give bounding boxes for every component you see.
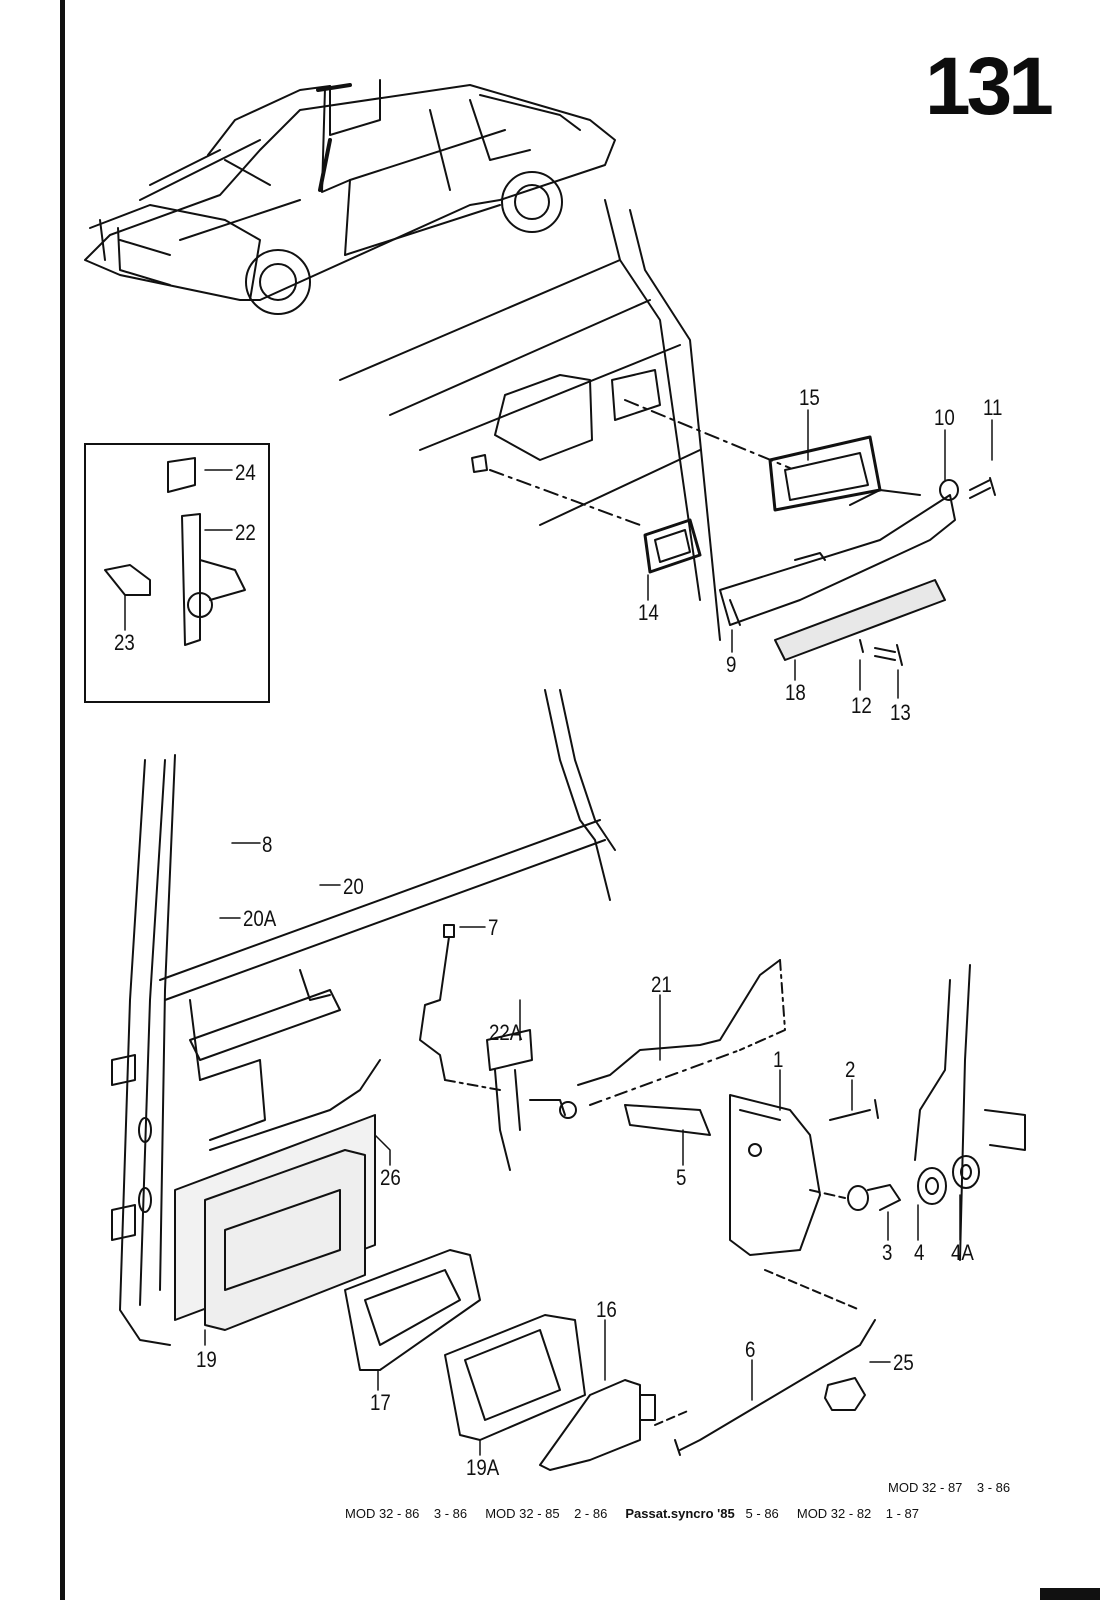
callout-26: 26: [380, 1165, 401, 1190]
part-2-screw: [829, 1099, 879, 1121]
callout-22: 22: [235, 520, 256, 545]
striker-assembly: [809, 1155, 980, 1211]
page-edge-rule: [60, 0, 65, 1600]
page-number: 131: [925, 41, 1054, 132]
callout-23: 23: [114, 630, 135, 655]
callout-18: 18: [785, 680, 806, 705]
front-door-inner-panel: [111, 689, 616, 1346]
part-9-outer-handle: [719, 489, 956, 626]
callout-5: 5: [676, 1165, 687, 1190]
callout-17: 17: [370, 1390, 391, 1415]
callout-9: 9: [726, 652, 737, 677]
callout-leaders: [124, 409, 993, 1456]
part-19a-escutcheon: [444, 1314, 586, 1441]
callout-10: 10: [934, 405, 955, 430]
part-5-lock-link: [624, 1104, 711, 1136]
part-16-inner-handle: [539, 1379, 656, 1471]
footnote-model: MOD 32 - 82: [796, 1506, 872, 1521]
callout-19: 19: [196, 1347, 217, 1372]
footnote-model: MOD 32 - 86: [345, 1506, 420, 1521]
part-6-remote-rod: [654, 1269, 876, 1456]
callout-7: 7: [488, 915, 499, 940]
part-17-handle-housing: [344, 1249, 481, 1371]
callout-22a: 22A: [489, 1020, 523, 1045]
callout-20: 20: [343, 874, 364, 899]
part-1-door-lock: [729, 1094, 821, 1256]
inset-lock-parts: [104, 457, 246, 646]
callout-24: 24: [235, 460, 256, 485]
footnote-model: MOD 32 - 87: [888, 1480, 963, 1495]
callout-1: 1: [773, 1047, 784, 1072]
footnote-date: 1 - 87: [885, 1506, 919, 1521]
page-corner-mark: [1040, 1588, 1100, 1600]
part-18-trim-strip: [774, 579, 946, 661]
part-7-lock-rod: [419, 924, 501, 1091]
footnote-model-row-1: MOD 32 - 87 3 - 86: [888, 1480, 1010, 1495]
part-21-rod: [577, 959, 786, 1106]
footnote-model: Passat.syncro '85: [625, 1506, 735, 1521]
callout-8: 8: [262, 832, 273, 857]
footnote-model-row-2: MOD 32 - 86 3 - 86 MOD 32 - 85 2 - 86 Pa…: [345, 1506, 919, 1521]
callout-16: 16: [596, 1297, 617, 1322]
car-overview-illustration: [84, 79, 616, 315]
part-22a-lock-cylinder: [486, 1029, 577, 1171]
footnote-date: 5 - 86: [745, 1506, 779, 1521]
footnote-date: 3 - 86: [433, 1506, 468, 1521]
rear-door-outline: [339, 199, 721, 641]
footnote-date: 3 - 86: [976, 1480, 1011, 1495]
part-19-foam-block: [204, 1149, 366, 1331]
callout-13: 13: [890, 700, 911, 725]
small-fasteners-upper: [859, 477, 996, 666]
callout-21: 21: [651, 972, 672, 997]
callout-15: 15: [799, 385, 820, 410]
callout-6: 6: [745, 1337, 756, 1362]
callout-19a: 19A: [466, 1455, 500, 1480]
callout-20a: 20A: [243, 906, 277, 931]
part-25-clip: [824, 1377, 866, 1411]
part-14-gasket: [643, 518, 702, 574]
inset-detail-frame: [84, 443, 270, 703]
callout-4: 4: [914, 1240, 925, 1265]
callout-2: 2: [845, 1057, 856, 1082]
callout-25: 25: [893, 1350, 914, 1375]
footnote-date: 2 - 86: [574, 1506, 608, 1521]
footnote-model: MOD 32 - 85: [485, 1506, 560, 1521]
door-handle-recess: [471, 369, 791, 526]
callout-11: 11: [983, 395, 1003, 420]
callout-12: 12: [851, 693, 872, 718]
callout-4a: 4A: [951, 1240, 974, 1265]
b-pillar-outline: [914, 964, 1026, 1261]
callout-3: 3: [882, 1240, 893, 1265]
callout-14: 14: [638, 600, 659, 625]
